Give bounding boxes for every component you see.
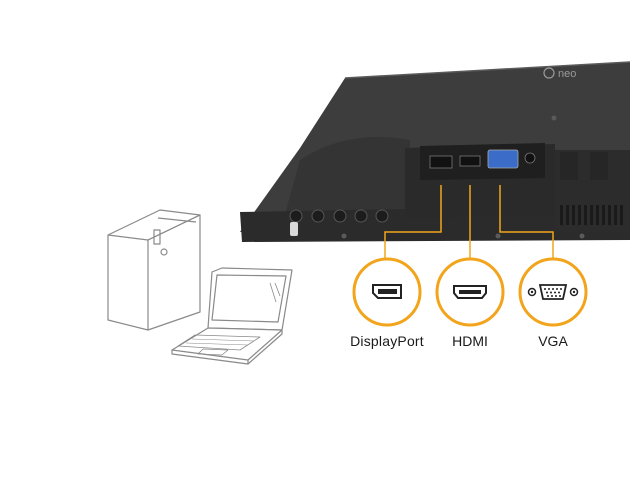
monitor-button-5 bbox=[375, 209, 389, 223]
monitor-button-1 bbox=[289, 209, 303, 223]
monitor-button-4 bbox=[354, 209, 368, 223]
hdmi-label: HDMI bbox=[452, 333, 488, 349]
power-switch bbox=[290, 222, 298, 236]
monitor-button-3 bbox=[333, 209, 347, 223]
hdmi-port bbox=[459, 155, 481, 167]
vga-port bbox=[487, 149, 519, 169]
brand-text: neo bbox=[558, 68, 576, 80]
dp-port bbox=[429, 155, 453, 169]
monitor-ports bbox=[429, 149, 536, 169]
displayport-label: DisplayPort bbox=[350, 333, 424, 349]
displayport-callout bbox=[352, 257, 422, 327]
vga-label: VGA bbox=[538, 333, 568, 349]
dp-leader-line bbox=[384, 185, 442, 258]
displayport-connector-icon bbox=[372, 284, 402, 299]
vga-callout bbox=[518, 257, 588, 327]
monitor-button-2 bbox=[311, 209, 325, 223]
hdmi-callout bbox=[435, 257, 505, 327]
vga-connector-icon bbox=[527, 284, 579, 300]
vga-leader-line bbox=[499, 185, 554, 258]
audio-port bbox=[524, 152, 536, 164]
brand-logo: neo bbox=[543, 67, 576, 80]
hdmi-connector-icon bbox=[453, 285, 487, 299]
laptop-icon bbox=[171, 267, 293, 365]
desktop-tower-icon bbox=[107, 209, 201, 331]
leader-lines bbox=[384, 185, 554, 258]
